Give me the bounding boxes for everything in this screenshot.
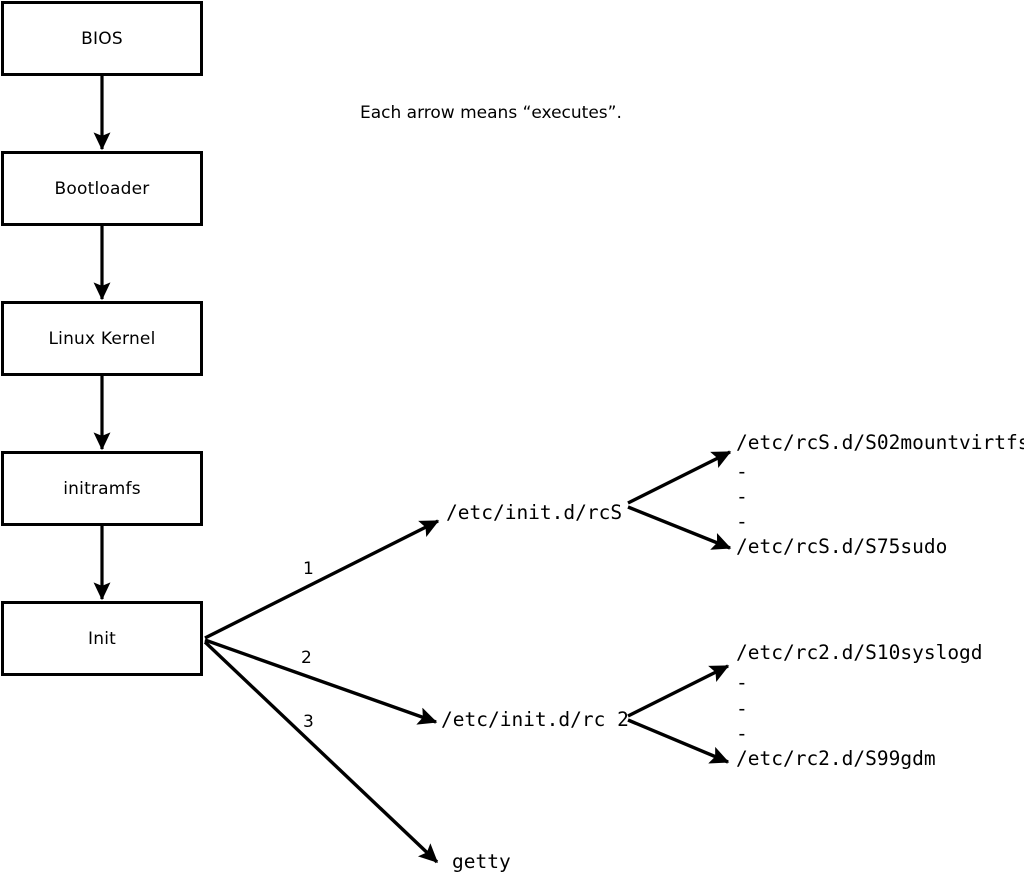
arrow-init-branch-1 xyxy=(204,519,440,640)
script-label-first: /etc/rc2.d/S10syslogd xyxy=(736,641,983,664)
process-box-label: Bootloader xyxy=(54,178,150,199)
process-box-bootloader: Bootloader xyxy=(1,151,203,226)
edge-number-3: 3 xyxy=(303,712,314,732)
process-box-label: Init xyxy=(88,628,116,649)
target-label-2: /etc/init.d/rc 2 xyxy=(441,708,629,731)
process-box-label: Linux Kernel xyxy=(48,328,156,349)
process-box-bios: BIOS xyxy=(1,1,203,76)
ellipsis-dash: - xyxy=(736,671,748,694)
script-label-last: /etc/rc2.d/S99gdm xyxy=(736,747,936,770)
arrow-rcs-group-first xyxy=(627,450,732,505)
ellipsis-dash: - xyxy=(736,485,748,508)
arrow-init-branch-2 xyxy=(204,638,438,725)
process-box-init: Init xyxy=(1,601,203,676)
arrow-init-branch-3 xyxy=(203,640,439,864)
ellipsis-dash: - xyxy=(736,510,748,533)
ellipsis-dash: - xyxy=(736,460,748,483)
process-box-label: BIOS xyxy=(81,28,123,49)
arrow-rc2-group-last xyxy=(627,718,730,764)
init-branch-arrow-group xyxy=(203,519,440,864)
script-label-last: /etc/rcS.d/S75sudo xyxy=(736,535,948,558)
ellipsis-dash: - xyxy=(736,697,748,720)
process-box-label: initramfs xyxy=(63,478,141,499)
ellipsis-dash: - xyxy=(736,722,748,745)
process-box-kernel: Linux Kernel xyxy=(1,301,203,376)
arrow-rcs-group-last xyxy=(627,505,732,550)
arrow-rc2-group-first xyxy=(627,664,730,718)
edge-number-1: 1 xyxy=(303,559,314,579)
script-label-first: /etc/rcS.d/S02mountvirtfs xyxy=(736,431,1024,454)
script-fanout-arrow-group xyxy=(627,450,732,764)
target-label-3: getty xyxy=(452,850,511,873)
edge-number-2: 2 xyxy=(301,648,312,668)
process-box-initramfs: initramfs xyxy=(1,451,203,526)
diagram-note: Each arrow means “executes”. xyxy=(360,103,622,123)
target-label-1: /etc/init.d/rcS xyxy=(446,501,623,524)
